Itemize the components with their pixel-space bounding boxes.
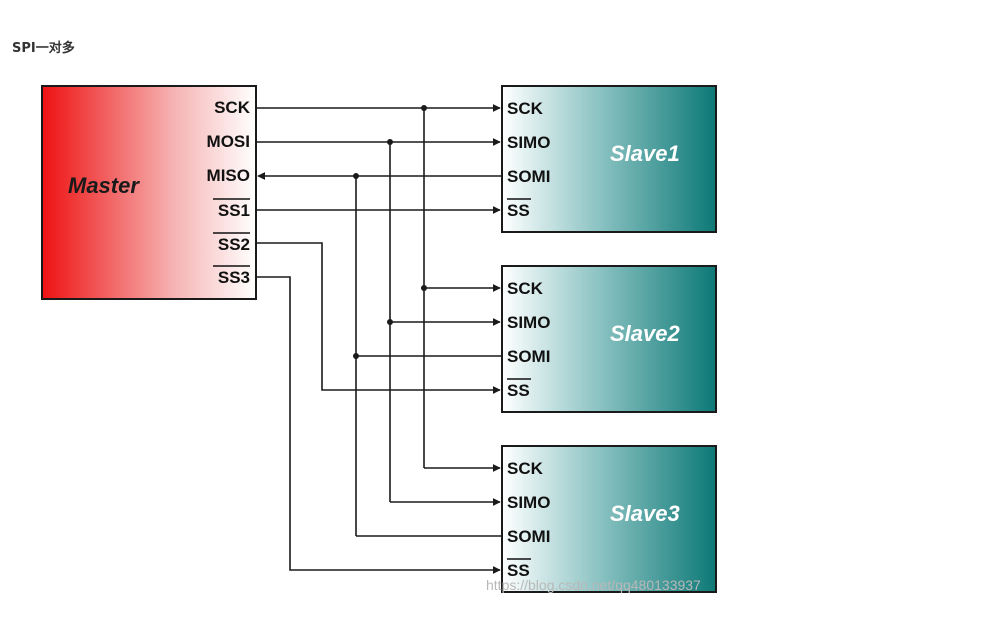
wire-ss3 — [256, 276, 501, 574]
slave3-pin-ss: SS — [507, 561, 530, 580]
slave2-pin-somi: SOMI — [507, 347, 550, 366]
slave2-label: Slave2 — [610, 321, 680, 346]
master-pin-mosi: MOSI — [207, 132, 250, 151]
slave2-pin-ss: SS — [507, 381, 530, 400]
slave1-pin-somi: SOMI — [507, 167, 550, 186]
master-label: Master — [68, 173, 140, 198]
master-pin-sck: SCK — [214, 98, 251, 117]
slave3-label: Slave3 — [610, 501, 680, 526]
wires — [256, 104, 502, 574]
slave1-box — [501, 85, 717, 233]
master-pin-ss1: SS1 — [218, 201, 250, 220]
slave2-block: Slave2 SCK SIMO SOMI SS — [501, 265, 717, 413]
master-pin-miso: MISO — [207, 166, 250, 185]
master-pin-ss3: SS3 — [218, 268, 250, 287]
junction-dot — [421, 285, 427, 291]
slave1-pin-ss: SS — [507, 201, 530, 220]
slave3-pin-simo: SIMO — [507, 493, 550, 512]
slave1-label: Slave1 — [610, 141, 680, 166]
junction-dot — [353, 173, 359, 179]
page-heading: SPI一对多 — [12, 41, 75, 56]
slave3-box — [501, 445, 717, 593]
slave2-pin-simo: SIMO — [507, 313, 550, 332]
slave2-box — [501, 265, 717, 413]
slave3-pin-sck: SCK — [507, 459, 544, 478]
wire-ss2 — [256, 242, 501, 394]
slave1-pin-sck: SCK — [507, 99, 544, 118]
junction-dot — [421, 105, 427, 111]
master-block: Master SCK MOSI MISO SS1 SS2 SS3 — [41, 85, 257, 300]
master-box — [41, 85, 257, 300]
junction-dot — [387, 319, 393, 325]
junction-dot — [387, 139, 393, 145]
master-pin-ss2: SS2 — [218, 235, 250, 254]
slave1-block: Slave1 SCK SIMO SOMI SS — [501, 85, 717, 233]
watermark: https://blog.csdn.net/qq480133937 — [486, 577, 701, 593]
slave2-pin-sck: SCK — [507, 279, 544, 298]
junction-dot — [353, 353, 359, 359]
slave3-block: Slave3 SCK SIMO SOMI SS — [501, 445, 717, 593]
slave3-pin-somi: SOMI — [507, 527, 550, 546]
slave1-pin-simo: SIMO — [507, 133, 550, 152]
